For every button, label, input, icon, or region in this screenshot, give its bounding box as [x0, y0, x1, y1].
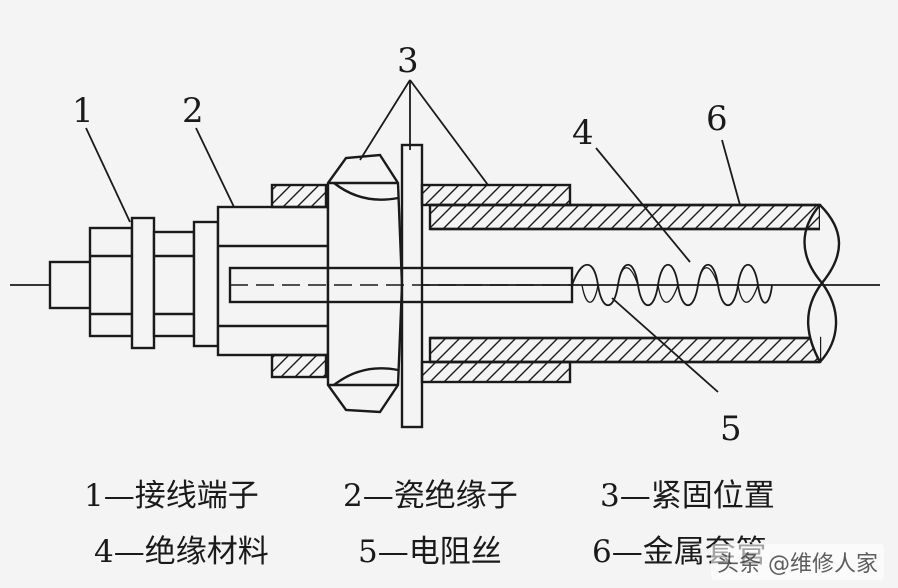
- callout-5: 5: [720, 409, 742, 449]
- callout-1: 1: [72, 91, 94, 131]
- resistance-wire-coil: [571, 264, 773, 306]
- leader-1: [85, 127, 131, 223]
- terminal-nut: [88, 226, 134, 338]
- leader-3a: [359, 79, 411, 161]
- leader-3c: [409, 79, 489, 186]
- leader-6: [721, 139, 741, 206]
- drawing-lines: [10, 79, 880, 429]
- sheath-wall-top: [428, 203, 822, 231]
- leader-4: [595, 147, 691, 263]
- gland-sleeve-top: [270, 183, 328, 209]
- watermark: 头条 @维修人家: [711, 544, 884, 580]
- callout-3: 3: [397, 41, 419, 81]
- terminal-stud-tip: [48, 260, 94, 310]
- leader-5: [611, 297, 719, 393]
- legend-item-4: 4—绝缘材料: [94, 534, 269, 570]
- terminal-thread: [152, 230, 196, 338]
- legend-item-3: 3—紧固位置: [600, 478, 775, 514]
- callout-4: 4: [572, 113, 594, 153]
- gland-sleeve-bottom: [270, 353, 328, 379]
- legend-item-1: 1—接线端子: [84, 478, 259, 514]
- terminal-collar: [192, 220, 220, 348]
- hex-nut: [326, 153, 404, 414]
- mounting-plate: [400, 143, 424, 429]
- callout-2: 2: [182, 91, 204, 131]
- sheath-wall-bottom: [428, 336, 822, 364]
- ceramic-insulator: [216, 205, 330, 357]
- flange-bottom: [420, 360, 572, 384]
- terminal-washer: [130, 216, 156, 350]
- heater-cross-section-diagram: 1 2 3 4 5 6: [10, 41, 880, 449]
- leader-2: [195, 127, 235, 208]
- flange-top: [420, 183, 572, 207]
- legend-item-2: 2—瓷绝缘子: [343, 478, 518, 514]
- legend-item-5: 5—电阻丝: [358, 534, 502, 570]
- legend: 1—接线端子 2—瓷绝缘子 3—紧固位置 4—绝缘材料 5—电阻丝 6—金属套管: [0, 462, 898, 588]
- callout-6: 6: [706, 99, 728, 139]
